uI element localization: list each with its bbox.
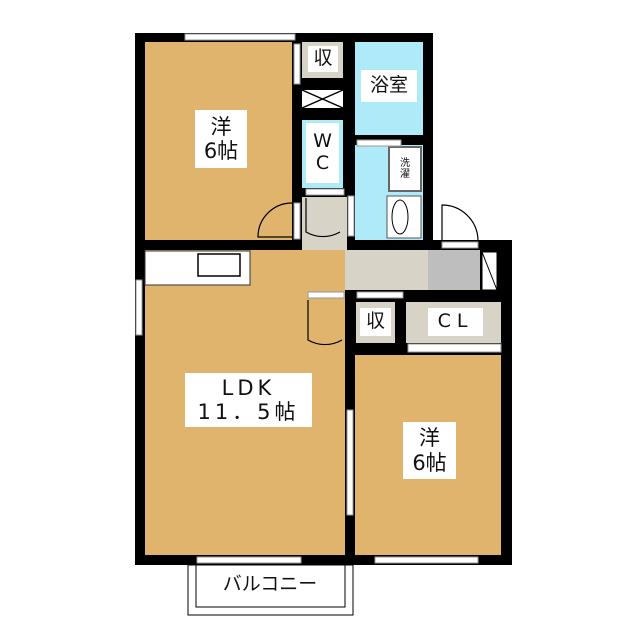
ldk-label: LDK 11．5帖 bbox=[185, 373, 312, 427]
room-size: 6帖 bbox=[203, 139, 239, 163]
sink-icon bbox=[391, 199, 409, 235]
storage-bottom-label: 収 bbox=[360, 308, 391, 336]
room-type: LDK bbox=[221, 375, 276, 400]
wc-line2: C bbox=[315, 152, 330, 174]
wc-line1: W bbox=[313, 130, 332, 153]
storage-top-label: 収 bbox=[308, 46, 338, 72]
closet-door bbox=[407, 343, 502, 353]
room-size: 11．5帖 bbox=[197, 400, 300, 424]
windows bbox=[135, 33, 479, 564]
washer-line2: 濯 bbox=[400, 169, 410, 180]
room-size: 6帖 bbox=[412, 450, 447, 475]
closet-label: CL bbox=[428, 308, 483, 336]
bedroom2-label: 洋 6帖 bbox=[403, 422, 456, 479]
entrance-floor bbox=[428, 250, 480, 290]
kitchen-sink bbox=[197, 253, 241, 277]
bath-label: 浴室 bbox=[361, 70, 417, 102]
balcony-label: バルコニー bbox=[222, 573, 318, 596]
room-type: 洋 bbox=[419, 426, 440, 451]
door-swings bbox=[257, 198, 479, 346]
washer-label: 洗 濯 bbox=[393, 151, 417, 187]
bedroom1-label: 洋 6帖 bbox=[195, 110, 247, 168]
room-type: 洋 bbox=[210, 114, 232, 139]
washer-line1: 洗 bbox=[400, 158, 410, 169]
wc-label: W C bbox=[306, 123, 339, 183]
hall-floor bbox=[302, 197, 347, 250]
